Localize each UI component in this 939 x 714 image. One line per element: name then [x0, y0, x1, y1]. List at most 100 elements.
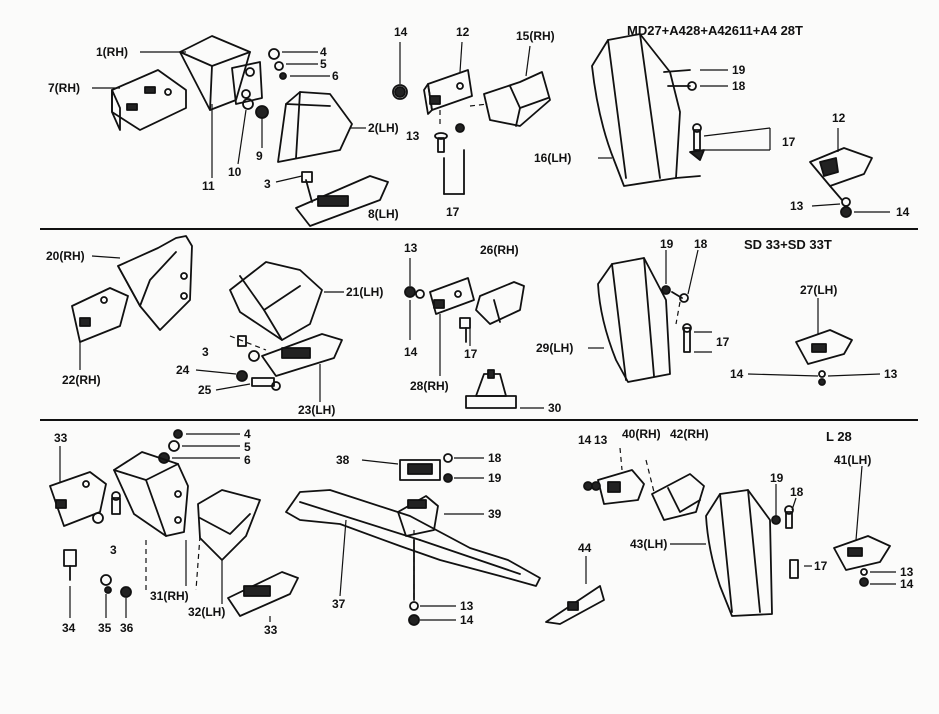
bolt-part-3-bottom — [92, 491, 121, 524]
callout-19-bottom-right: 19 — [770, 471, 784, 485]
nut-parts-13-14-bottom — [408, 601, 420, 626]
callout-7rh: 7(RH) — [48, 81, 80, 95]
bracket-part-12-right — [809, 147, 873, 201]
callout-30: 30 — [548, 401, 562, 415]
bracket-part-15 — [483, 71, 551, 127]
header-md27-models: MD27+A428+A42611+A4 28T — [627, 23, 803, 38]
callout-8lh: 8(LH) — [368, 207, 399, 221]
callout-43lh: 43(LH) — [630, 537, 668, 551]
mount-part-1 — [179, 35, 263, 111]
callout-14-top: 14 — [394, 25, 408, 39]
nut-part-9 — [242, 98, 269, 119]
callout-26rh: 26(RH) — [480, 243, 519, 257]
insulator-part-33-bottom — [227, 571, 299, 617]
callout-13-right: 13 — [790, 199, 804, 213]
bolt-part-17 — [434, 123, 465, 195]
callout-37: 37 — [332, 597, 346, 611]
callout-23lh: 23(LH) — [298, 403, 336, 417]
callout-21lh: 21(LH) — [346, 285, 384, 299]
callout-28rh: 28(RH) — [410, 379, 449, 393]
mount-part-32 — [197, 489, 261, 561]
callout-3-mid: 3 — [202, 345, 209, 359]
header-sd33-models: SD 33+SD 33T — [744, 237, 832, 252]
bracket-part-12 — [423, 69, 473, 115]
callout-15rh: 15(RH) — [516, 29, 555, 43]
callout-12-right: 12 — [832, 111, 846, 125]
bracket-part-33 — [49, 471, 107, 527]
bolt-part-17-top-right — [689, 123, 705, 161]
callout-44: 44 — [578, 541, 592, 555]
callout-40rh: 40(RH) — [622, 427, 661, 441]
leader-lines — [59, 41, 896, 622]
bracket-part-22 — [71, 287, 129, 343]
callout-25: 25 — [198, 383, 212, 397]
callout-42rh: 42(RH) — [670, 427, 709, 441]
callout-24: 24 — [176, 363, 190, 377]
mount-part-16 — [591, 33, 701, 187]
callout-17-mid-right: 17 — [716, 335, 730, 349]
callout-38: 38 — [336, 453, 350, 467]
callout-41lh: 41(LH) — [834, 453, 872, 467]
callout-14-mid-right: 14 — [730, 367, 744, 381]
bolt-parts-17-19-bottom — [771, 505, 799, 579]
callout-10: 10 — [228, 165, 242, 179]
hardware-parts-34-36 — [63, 549, 132, 598]
callout-29lh: 29(LH) — [536, 341, 574, 355]
bracket-part-40 — [583, 469, 645, 505]
dashed-guides — [145, 103, 681, 600]
callout-18-top: 18 — [732, 79, 746, 93]
callout-35: 35 — [98, 621, 112, 635]
callout-16lh: 16(LH) — [534, 151, 572, 165]
callout-39: 39 — [488, 507, 502, 521]
callout-12-top: 12 — [456, 25, 470, 39]
callout-3-top: 3 — [264, 177, 271, 191]
callout-13-top: 13 — [406, 129, 420, 143]
callout-13-far-right: 13 — [900, 565, 914, 579]
callout-14-right: 14 — [896, 205, 910, 219]
callout-19-bottom: 19 — [488, 471, 502, 485]
header-l28-model: L 28 — [826, 429, 852, 444]
callout-6-bottom: 6 — [244, 453, 251, 467]
callout-13-mid-right: 13 — [884, 367, 898, 381]
mount-part-29 — [597, 257, 671, 383]
callout-2lh: 2(LH) — [368, 121, 399, 135]
callout-17-top: 17 — [446, 205, 460, 219]
callout-11: 11 — [202, 179, 215, 193]
bolt-parts-18-19-mid — [661, 285, 692, 353]
bracket-part-28 — [429, 277, 475, 315]
bracket-part-26 — [459, 281, 525, 343]
bracket-part-27 — [795, 329, 853, 386]
callout-5-bottom: 5 — [244, 440, 251, 454]
callout-4-top: 4 — [320, 45, 327, 59]
mount-part-43 — [705, 489, 773, 617]
bracket-part-41 — [833, 535, 891, 587]
callout-18-mid: 18 — [694, 237, 708, 251]
bracket-part-7 — [111, 69, 187, 131]
bracket-part-44 — [545, 585, 605, 625]
callout-14-far-right: 14 — [900, 577, 914, 591]
callout-34: 34 — [62, 621, 76, 635]
bracket-part-20 — [117, 235, 193, 331]
bolt-parts-3-24-25 — [236, 335, 281, 391]
callout-33-top: 33 — [54, 431, 68, 445]
mount-part-30 — [465, 369, 517, 409]
callout-4-bottom: 4 — [244, 427, 251, 441]
callout-14-mid: 14 — [404, 345, 418, 359]
callout-14-bottom-right: 14 — [578, 433, 592, 447]
callout-17-bottom-right: 17 — [814, 559, 828, 573]
callout-18-bottom-right: 18 — [790, 485, 804, 499]
nut-part-14 — [392, 84, 408, 100]
callout-1rh: 1(RH) — [96, 45, 128, 59]
callout-18-bottom: 18 — [488, 451, 502, 465]
insulator-part-8 — [295, 171, 389, 227]
bolt-parts-18-19 — [663, 69, 697, 91]
insulator-part-23 — [261, 333, 343, 377]
callout-22rh: 22(RH) — [62, 373, 101, 387]
callout-13-bottom: 13 — [460, 599, 474, 613]
callout-13-mid: 13 — [404, 241, 418, 255]
washer-stack-4-6 — [268, 48, 287, 80]
mount-part-31 — [113, 451, 189, 537]
callout-5-top: 5 — [320, 57, 327, 71]
callout-9: 9 — [256, 149, 263, 163]
mount-part-38 — [399, 453, 453, 483]
